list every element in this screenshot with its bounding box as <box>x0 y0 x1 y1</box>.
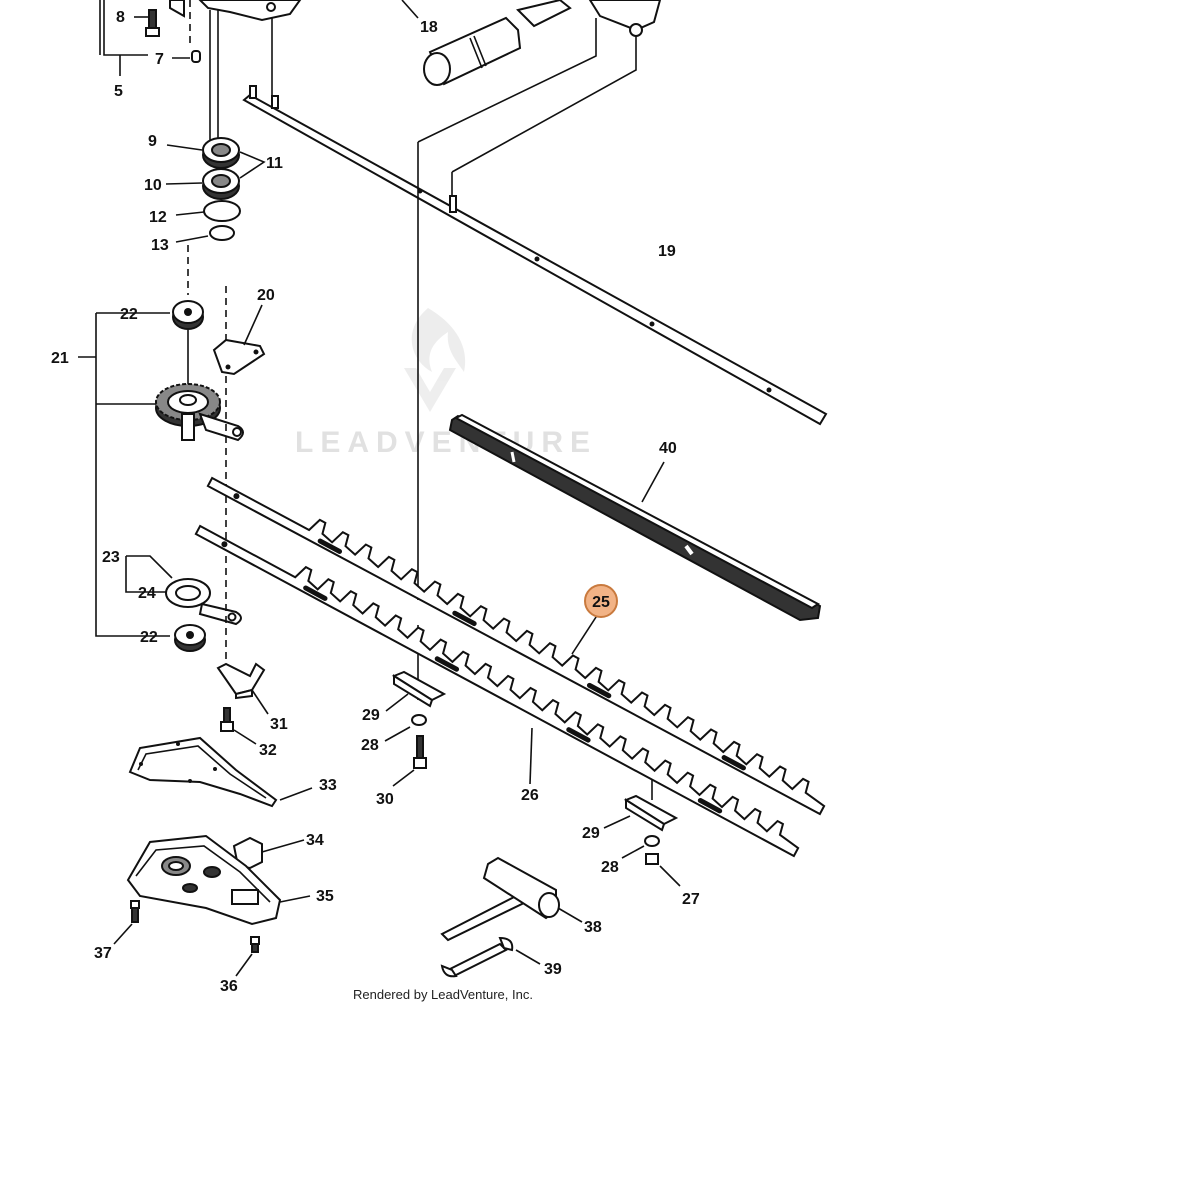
part-37-screw[interactable] <box>113 900 140 945</box>
label-12[interactable]: 12 <box>149 209 167 226</box>
label-23[interactable]: 23 <box>102 549 120 566</box>
part-8-screw[interactable] <box>145 9 160 37</box>
part-22-bearing-lower[interactable] <box>174 624 206 652</box>
part-29-spacer-left[interactable] <box>391 670 447 708</box>
part-21-gear[interactable] <box>155 383 244 442</box>
label-28-left[interactable]: 28 <box>361 737 379 754</box>
label-18[interactable]: 18 <box>420 19 438 36</box>
part-40-blade-cover[interactable] <box>448 413 822 622</box>
part-35-gear-housing[interactable] <box>126 834 311 926</box>
label-32[interactable]: 32 <box>259 742 277 759</box>
highlighted-part-25[interactable]: 25 <box>584 584 618 618</box>
watermark-text: LEADVENTURE <box>295 426 597 459</box>
label-21[interactable]: 21 <box>51 350 69 367</box>
label-34[interactable]: 34 <box>306 832 324 849</box>
part-30-bolt[interactable] <box>413 735 427 769</box>
part-28-washer-right[interactable] <box>644 835 660 847</box>
label-8[interactable]: 8 <box>116 9 125 26</box>
label-22-upper[interactable]: 22 <box>120 306 138 323</box>
part-34-clip[interactable] <box>232 836 305 870</box>
label-7[interactable]: 7 <box>155 51 164 68</box>
label-24[interactable]: 24 <box>138 585 156 602</box>
label-39[interactable]: 39 <box>544 961 562 978</box>
part-38-socket-wrench[interactable] <box>440 856 583 942</box>
label-38[interactable]: 38 <box>584 919 602 936</box>
part-28-washer-left[interactable] <box>411 714 427 726</box>
part-29-spacer-right[interactable] <box>623 794 679 832</box>
label-9[interactable]: 9 <box>148 133 157 150</box>
label-36[interactable]: 36 <box>220 978 238 995</box>
part-32-screw[interactable] <box>220 707 257 745</box>
label-28-right[interactable]: 28 <box>601 859 619 876</box>
label-26[interactable]: 26 <box>521 787 539 804</box>
part-25-upper-blade[interactable] <box>206 476 826 816</box>
highlight-circle[interactable] <box>584 584 618 618</box>
label-35[interactable]: 35 <box>316 888 334 905</box>
part-26-lower-blade[interactable] <box>194 524 800 858</box>
label-33[interactable]: 33 <box>319 777 337 794</box>
part-31-bracket[interactable] <box>216 662 269 715</box>
part-18-handle-grip[interactable] <box>401 0 662 86</box>
label-5[interactable]: 5 <box>114 83 123 100</box>
part-7-pin[interactable] <box>191 50 201 63</box>
label-19[interactable]: 19 <box>658 243 676 260</box>
part-12-snap-ring[interactable] <box>203 200 241 222</box>
part-10-bearing[interactable] <box>202 168 240 200</box>
label-40[interactable]: 40 <box>659 440 677 457</box>
label-31[interactable]: 31 <box>270 716 288 733</box>
label-29-left[interactable]: 29 <box>362 707 380 724</box>
label-27[interactable]: 27 <box>682 891 700 908</box>
part-24-eccentric[interactable] <box>165 578 242 626</box>
label-10[interactable]: 10 <box>144 177 162 194</box>
part-20-plate[interactable] <box>212 304 266 376</box>
label-30[interactable]: 30 <box>376 791 394 808</box>
part-9-bearing[interactable] <box>202 137 240 169</box>
part-22-bearing-upper[interactable] <box>172 300 204 330</box>
part-13-snap-ring[interactable] <box>209 225 235 241</box>
label-37[interactable]: 37 <box>94 945 112 962</box>
label-25[interactable]: 25 <box>592 594 610 611</box>
watermark-logo <box>404 308 466 412</box>
part-36-screw[interactable] <box>235 936 260 977</box>
label-11[interactable]: 11 <box>266 155 283 172</box>
label-20[interactable]: 20 <box>257 287 275 304</box>
label-13[interactable]: 13 <box>151 237 169 254</box>
render-credit: Rendered by LeadVenture, Inc. <box>353 987 533 1002</box>
label-22-lower[interactable]: 22 <box>140 629 158 646</box>
gearbox-housing-top <box>169 0 302 150</box>
part-33-gasket[interactable] <box>128 736 313 808</box>
part-39-spanner[interactable] <box>440 936 541 978</box>
part-27-nut[interactable] <box>645 853 659 865</box>
part-19-support-bar[interactable] <box>242 85 828 426</box>
part-labels: 8 7 5 18 9 11 10 12 13 19 20 22 21 40 23… <box>51 9 700 995</box>
label-29-right[interactable]: 29 <box>582 825 600 842</box>
